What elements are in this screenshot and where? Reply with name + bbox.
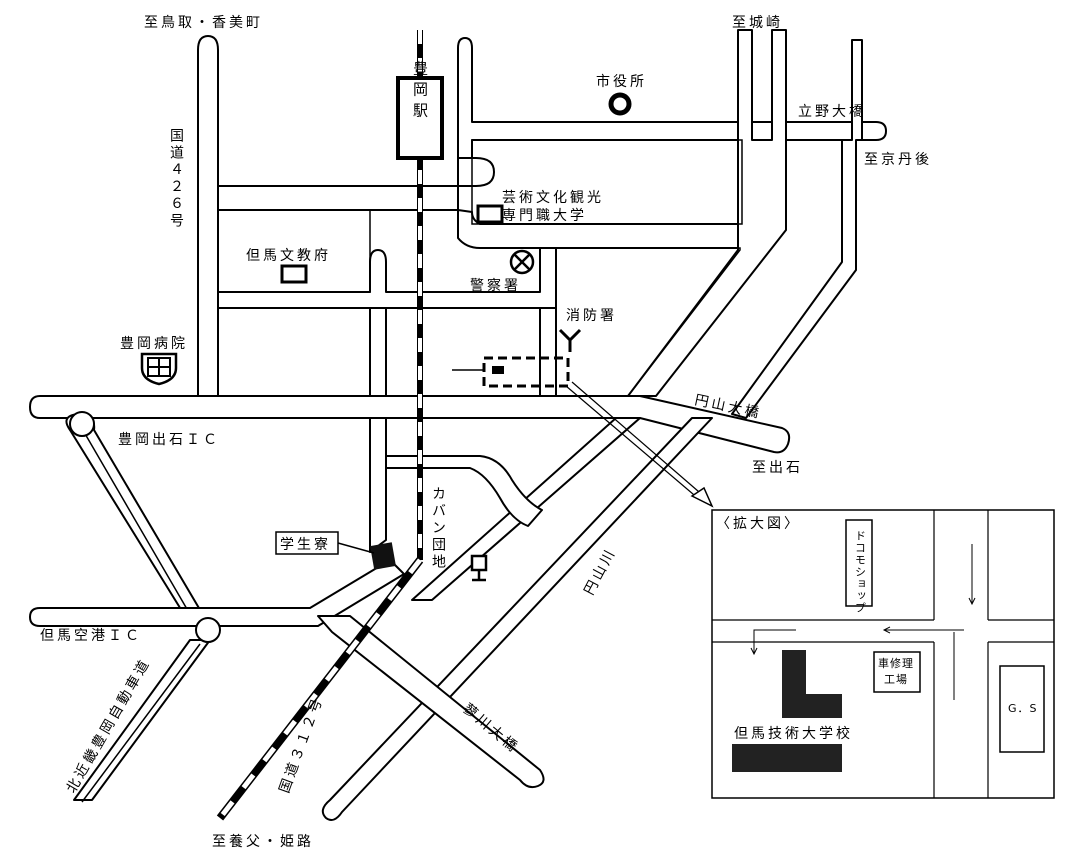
education-office-label: 但馬文教府 bbox=[246, 248, 331, 264]
hospital-icon bbox=[140, 352, 178, 386]
police-label: 警察署 bbox=[470, 277, 521, 294]
road-route-312 bbox=[321, 417, 713, 821]
expressway-lane bbox=[83, 431, 199, 629]
block-kyoikufu bbox=[217, 209, 371, 293]
inset-gas-station-box bbox=[999, 665, 1045, 753]
road-airport-ic bbox=[29, 559, 405, 627]
kaban-danchi-label: カバン団地 bbox=[430, 486, 446, 571]
ic-toyooka-izushi: 豊岡出石ＩＣ bbox=[118, 432, 220, 448]
block-college bbox=[471, 139, 743, 225]
inset-school-label: 但馬技術大学校 bbox=[734, 725, 853, 742]
college-icon bbox=[476, 204, 504, 224]
road-route-426 bbox=[197, 35, 219, 397]
ic-tajima-airport: 但馬空港ＩＣ bbox=[40, 628, 142, 644]
road-vertical-police bbox=[539, 307, 557, 397]
inset-title: 〈拡大図〉 bbox=[716, 516, 801, 532]
station-box bbox=[396, 76, 444, 160]
dest-kinosaki: 至城崎 bbox=[732, 15, 783, 31]
education-office-icon bbox=[280, 264, 308, 284]
dest-kyotango: 至京丹後 bbox=[864, 152, 932, 168]
pointer-arrowhead bbox=[690, 486, 714, 508]
road-ekimae bbox=[217, 157, 495, 211]
pointer-line-b bbox=[571, 381, 707, 499]
arts-college-label-1: 芸術文化観光 bbox=[502, 189, 604, 206]
inset-car-repair-label-1: 車修理 bbox=[878, 656, 914, 670]
inset-school-building-south bbox=[732, 744, 842, 772]
inset-docomo-label: ドコモショップ bbox=[854, 530, 867, 614]
hospital-label: 豊岡病院 bbox=[120, 336, 188, 352]
road-tateno-bridge bbox=[457, 37, 887, 165]
pointer-line-a bbox=[565, 385, 701, 501]
inset-docomo-box bbox=[845, 519, 873, 607]
fire-station-label: 消防署 bbox=[566, 308, 617, 324]
dest-tottori-kami: 至鳥取・香美町 bbox=[144, 15, 263, 31]
dormitory-building bbox=[370, 542, 396, 570]
road-sanagawa-bridge bbox=[317, 615, 545, 789]
target-school-mark bbox=[492, 366, 504, 374]
route-426-label: 国道４２６号 bbox=[168, 128, 184, 230]
dest-yabu-himeji: 至養父・姫路 bbox=[212, 833, 314, 850]
ic-junction-tajima-airport bbox=[195, 617, 221, 643]
inset-car-repair-box bbox=[873, 651, 921, 693]
inset-car-repair-label-2: 工場 bbox=[884, 673, 908, 686]
dormitory-leader bbox=[337, 542, 375, 554]
road-to-kinosaki bbox=[627, 29, 787, 397]
city-hall-label: 市役所 bbox=[596, 73, 647, 90]
road-maruyama-bridge bbox=[29, 395, 791, 454]
railway-line-south-dash bbox=[218, 558, 422, 820]
bridge-tateno: 立野大橋 bbox=[798, 104, 866, 120]
road-east-bypass bbox=[731, 39, 863, 419]
maruyama-river-label: 円山川 bbox=[581, 545, 619, 598]
city-hall-icon bbox=[608, 92, 632, 116]
road-vertical-center bbox=[369, 307, 387, 397]
ic-junction-toyooka-izushi bbox=[69, 411, 95, 437]
expressway-south-lane bbox=[81, 643, 201, 803]
road-kaban-danchi bbox=[385, 417, 543, 527]
inset-school-building-north bbox=[782, 650, 842, 718]
fire-station-icon bbox=[558, 328, 582, 352]
inset-gas-station-label: G．S bbox=[1008, 702, 1038, 715]
road-dormitory bbox=[369, 417, 387, 553]
station-label: 豊岡駅 bbox=[411, 61, 429, 124]
arts-college-label-2: 専門職大学 bbox=[502, 208, 587, 224]
dest-izushi: 至出石 bbox=[752, 460, 803, 476]
block-east bbox=[555, 247, 741, 397]
inset-traffic-arrows bbox=[750, 544, 976, 700]
block-center bbox=[385, 307, 541, 397]
dormitory-label: 学生寮 bbox=[280, 536, 331, 553]
post-office-icon bbox=[470, 554, 488, 582]
police-icon bbox=[509, 249, 535, 275]
block-west bbox=[217, 307, 371, 397]
target-area-box bbox=[482, 356, 570, 388]
